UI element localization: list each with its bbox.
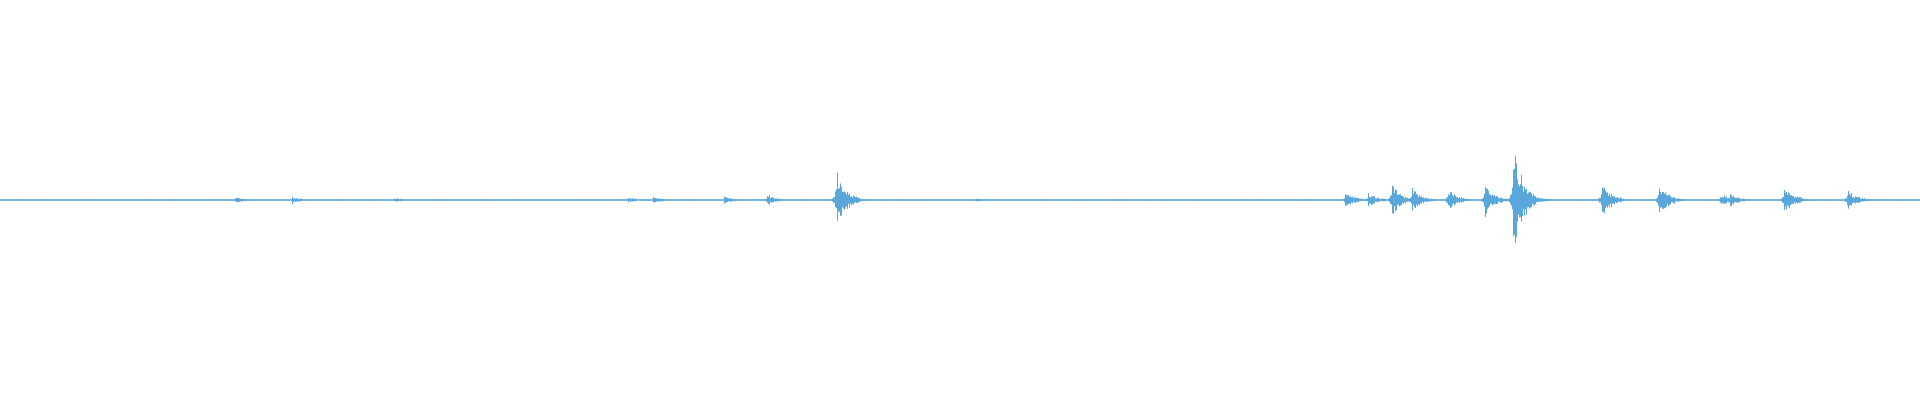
waveform-trace [0,156,1920,243]
